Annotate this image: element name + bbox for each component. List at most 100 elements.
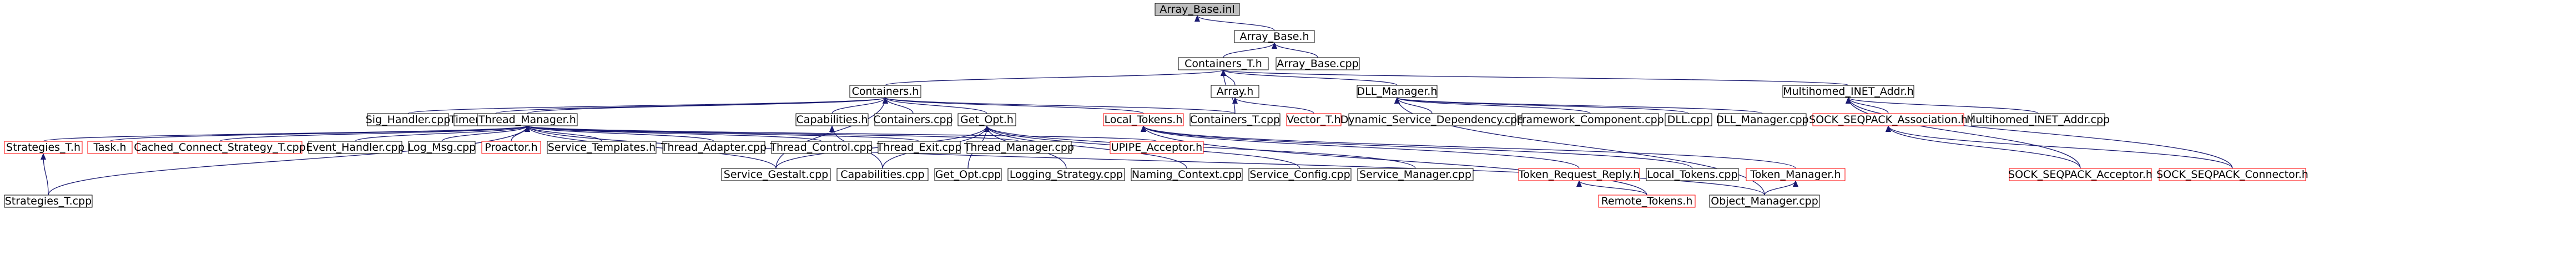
- edge-thread_manager_h-to-containers_h: [527, 97, 888, 114]
- node-label: Capabilities.h: [797, 114, 868, 126]
- node-label: Service_Manager.cpp: [1359, 168, 1471, 181]
- node-label: Strategies_T.h: [6, 141, 80, 154]
- node-dyn-service[interactable]: Dynamic_Service_Dependency.cpp: [1340, 113, 1524, 126]
- node-thread-control[interactable]: Thread_Control.cpp: [769, 141, 873, 154]
- node-label: Event_Handler.cpp: [306, 141, 405, 154]
- node-object-manager-cpp[interactable]: Object_Manager.cpp: [1709, 195, 1820, 208]
- node-box: [1189, 113, 1281, 126]
- node-box: [477, 113, 578, 126]
- node-service-config[interactable]: Service_Config.cpp: [1248, 168, 1352, 181]
- node-array-h[interactable]: Array.h: [1211, 85, 1259, 98]
- node-box: [4, 195, 93, 208]
- node-box: [1348, 113, 1516, 126]
- node-thread-manager-cpp[interactable]: Thread_Manager.cpp: [964, 141, 1074, 154]
- dependency-edge: [525, 125, 1157, 142]
- edge-sig_handler-to-containers_h: [407, 97, 888, 114]
- node-sock-assoc-h[interactable]: SOCK_SEQPACK_Association.h: [1809, 113, 1968, 126]
- node-cached-connect[interactable]: Cached_Connect_Strategy_T.cpp: [134, 141, 306, 154]
- node-sock-connector[interactable]: SOCK_SEQPACK_Connector.h: [2156, 168, 2308, 181]
- node-label: Multihomed_INET_Addr.cpp: [1967, 114, 2110, 126]
- node-framework-comp[interactable]: Framework_Component.cpp: [1516, 113, 1664, 126]
- node-multihomed-h[interactable]: Multihomed_INET_Addr.h: [1782, 85, 1914, 98]
- node-thread-adapter[interactable]: Thread_Adapter.cpp: [661, 141, 767, 154]
- node-label: Array_Base.cpp: [1277, 58, 1359, 70]
- node-label: Thread_Manager.cpp: [964, 141, 1074, 154]
- node-label: SOCK_SEQPACK_Connector.h: [2156, 168, 2308, 181]
- node-dll-manager-h[interactable]: DLL_Manager.h: [1357, 85, 1438, 98]
- node-upipe-acceptor[interactable]: UPIPE_Acceptor.h: [1110, 141, 1204, 154]
- node-label: Array_Base.inl: [1160, 3, 1235, 16]
- node-label: Proactor.h: [485, 141, 537, 154]
- node-box: [1598, 195, 1696, 208]
- node-label: Array_Base.h: [1239, 30, 1309, 43]
- node-label: Local_Tokens.h: [1105, 114, 1183, 126]
- node-label: Sig_Handler.cpp: [366, 114, 451, 126]
- node-local-tokens-cpp[interactable]: Local_Tokens.cpp: [1646, 168, 1739, 181]
- edge-strategies_t_cpp-to-strategies_t_h: [41, 153, 49, 196]
- dependency-edge: [885, 69, 1226, 86]
- dependency-edge: [883, 97, 1144, 114]
- node-array-base-inl[interactable]: Array_Base.inl: [1155, 3, 1240, 16]
- node-service-manager[interactable]: Service_Manager.cpp: [1357, 168, 1474, 181]
- node-dll-manager-cpp[interactable]: DLL_Manager.cpp: [1716, 113, 1809, 126]
- node-token-request-reply[interactable]: Token_Request_Reply.h: [1518, 168, 1640, 181]
- dependency-edge: [883, 97, 1236, 114]
- node-containers-t-h[interactable]: Containers_T.h: [1178, 57, 1269, 70]
- node-event-handler[interactable]: Event_Handler.cpp: [306, 141, 405, 154]
- node-sig-handler[interactable]: Sig_Handler.cpp: [366, 113, 451, 126]
- edge-sock_connector-to-sock_assoc_h: [1886, 125, 2233, 169]
- dependency-edge: [1272, 42, 1318, 58]
- node-label: Service_Config.cpp: [1249, 168, 1350, 181]
- node-box: [662, 141, 765, 154]
- node-box: [1234, 30, 1315, 43]
- dependency-edge: [1886, 125, 2233, 169]
- node-multihomed-cpp[interactable]: Multihomed_INET_Addr.cpp: [1967, 113, 2110, 126]
- node-label: Multihomed_INET_Addr.h: [1783, 85, 1914, 98]
- node-service-templates[interactable]: Service_Templates.h: [547, 141, 657, 154]
- node-naming-context[interactable]: Naming_Context.cpp: [1131, 168, 1243, 181]
- node-get-opt-h[interactable]: Get_Opt.h: [957, 113, 1016, 126]
- node-local-tokens-h[interactable]: Local_Tokens.h: [1103, 113, 1184, 126]
- node-thread-exit[interactable]: Thread_Exit.cpp: [876, 141, 962, 154]
- node-logging-strategy[interactable]: Logging_Strategy.cpp: [1007, 168, 1125, 181]
- node-capabilities-cpp[interactable]: Capabilities.cpp: [836, 168, 929, 181]
- node-log-msg[interactable]: Log_Msg.cpp: [408, 141, 476, 154]
- node-box: [849, 85, 921, 98]
- dependency-edge: [883, 97, 987, 114]
- node-label: SOCK_SEQPACK_Acceptor.h: [2008, 168, 2152, 181]
- node-remote-tokens[interactable]: Remote_Tokens.h: [1598, 195, 1696, 208]
- node-get-opt-cpp[interactable]: Get_Opt.cpp: [934, 168, 1002, 181]
- edge-layer: [41, 15, 2233, 196]
- node-sock-acceptor[interactable]: SOCK_SEQPACK_Acceptor.h: [2008, 168, 2152, 181]
- edge-dll_cpp-to-dll_manager_h: [1394, 97, 1689, 114]
- node-box: [1211, 85, 1259, 98]
- node-array-base-cpp[interactable]: Array_Base.cpp: [1276, 57, 1360, 70]
- node-label: Get_Opt.h: [960, 114, 1014, 126]
- node-label: Vector_T.h: [1287, 114, 1340, 126]
- node-vector-t-h[interactable]: Vector_T.h: [1286, 113, 1342, 126]
- node-service-gestalt[interactable]: Service_Gestalt.cpp: [721, 168, 831, 181]
- node-box: [1110, 141, 1204, 154]
- node-proactor-h[interactable]: Proactor.h: [481, 141, 541, 154]
- node-containers-cpp[interactable]: Containers.cpp: [873, 113, 953, 126]
- node-box: [1286, 113, 1342, 126]
- node-strategies-t-cpp[interactable]: Strategies_T.cpp: [4, 195, 93, 208]
- node-strategies-t-h[interactable]: Strategies_T.h: [4, 141, 83, 154]
- node-box: [367, 113, 449, 126]
- node-containers-h[interactable]: Containers.h: [849, 85, 921, 98]
- dependency-edge: [48, 125, 530, 196]
- edge-local_tokens_cpp-to-local_tokens_h: [1141, 125, 1693, 169]
- dependency-edge: [41, 153, 49, 196]
- dependency-edge: [219, 125, 530, 142]
- edge-vector_t_h-to-array_h: [1232, 97, 1314, 114]
- node-containers-t-cpp[interactable]: Containers_T.cpp: [1189, 113, 1281, 126]
- node-thread-manager-h[interactable]: Thread_Manager.h: [477, 113, 578, 126]
- node-box: [137, 141, 303, 154]
- edge-multihomed_h-to-containers_t_h: [1221, 69, 1849, 86]
- node-array-base-h[interactable]: Array_Base.h: [1234, 30, 1315, 43]
- node-capabilities-h[interactable]: Capabilities.h: [795, 113, 869, 126]
- node-token-manager-h[interactable]: Token_Manager.h: [1746, 168, 1846, 181]
- node-task-h[interactable]: Task.h: [87, 141, 133, 154]
- node-dll-cpp[interactable]: DLL.cpp: [1665, 113, 1712, 126]
